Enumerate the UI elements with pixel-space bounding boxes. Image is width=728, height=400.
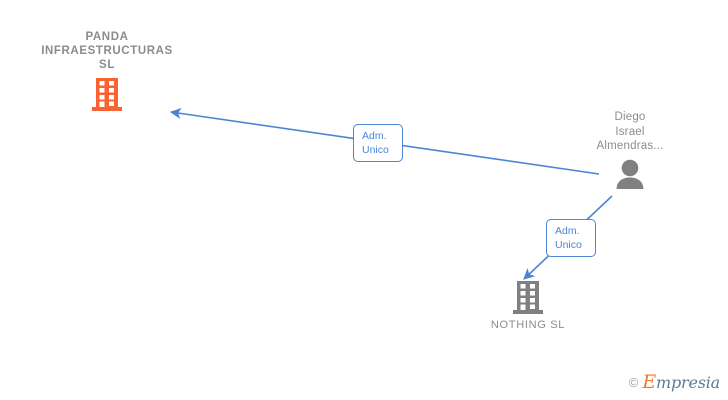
- building-icon: [513, 281, 543, 314]
- empresia-watermark: © Empresia: [629, 373, 720, 392]
- graph-node-diego-israel-almendras[interactable]: Diego Israel Almendras...: [566, 110, 694, 189]
- brand-rest: mpresia: [656, 373, 720, 392]
- node-icon-wrap-panda: [27, 78, 187, 111]
- node-icon-wrap-nothing: [463, 281, 593, 314]
- edge-label-adm-unico-panda[interactable]: Adm. Unico: [353, 124, 403, 162]
- person-icon: [616, 159, 644, 189]
- edge-label-adm-unico-nothing[interactable]: Adm. Unico: [546, 219, 596, 257]
- brand-wordmark: Empresia: [642, 373, 720, 392]
- graph-node-panda-infraestructuras-sl[interactable]: PANDA INFRAESTRUCTURAS SL: [27, 30, 187, 111]
- node-label-panda: PANDA INFRAESTRUCTURAS SL: [41, 31, 173, 71]
- graph-node-nothing-sl[interactable]: NOTHING SL: [463, 281, 593, 332]
- building-icon: [92, 78, 122, 111]
- brand-initial: E: [642, 371, 656, 393]
- node-label-nothing: NOTHING SL: [490, 319, 566, 331]
- node-icon-wrap-person: [566, 159, 694, 189]
- copyright-icon: ©: [628, 375, 639, 390]
- node-label-person: Diego Israel Almendras...: [596, 111, 664, 152]
